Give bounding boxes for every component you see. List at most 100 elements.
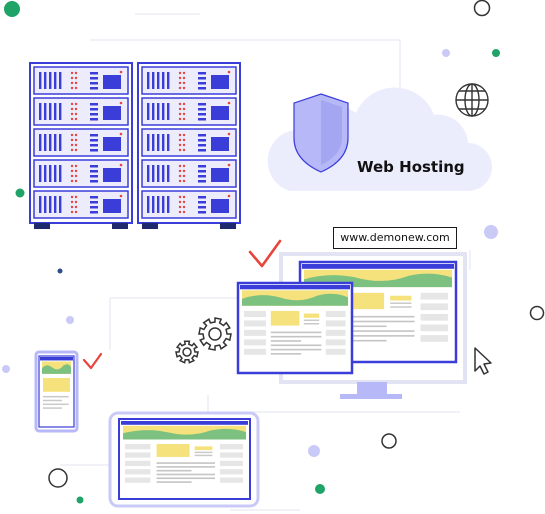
server-unit: [33, 159, 129, 188]
text-line: [344, 330, 415, 332]
server-led: [119, 194, 123, 198]
server-vent: [167, 165, 170, 182]
server-led: [178, 164, 182, 168]
server-led: [74, 179, 78, 183]
text-line: [156, 469, 192, 472]
server-led: [74, 112, 78, 116]
server-vent: [162, 165, 165, 182]
server-vent: [49, 134, 52, 151]
server-led: [178, 107, 182, 111]
server-led: [182, 76, 186, 80]
text-line: [43, 395, 69, 398]
text-line: [43, 407, 62, 409]
server-vent: [167, 196, 170, 213]
server-vent: [49, 72, 52, 89]
server-vent: [44, 196, 47, 213]
server-display: [103, 137, 121, 151]
text-line: [270, 331, 322, 334]
server-led: [178, 174, 182, 178]
server-slot: [90, 108, 98, 111]
text-line: [270, 344, 322, 347]
server-led: [70, 200, 74, 204]
server-led: [182, 200, 186, 204]
server-slot: [198, 118, 206, 121]
text-line: [344, 320, 415, 323]
server-led: [70, 117, 74, 121]
sidebar-block: [325, 320, 346, 327]
dot-navy-icon: [57, 268, 63, 274]
server-led: [74, 81, 78, 85]
sidebar-block: [420, 335, 448, 342]
text-line: [156, 481, 192, 483]
sidebar-block: [220, 444, 243, 450]
dot-green-icon: [315, 484, 325, 494]
server-slot: [90, 103, 98, 106]
server-led: [70, 112, 74, 116]
server-led: [178, 133, 182, 137]
server-vent: [44, 134, 47, 151]
sidebar-block: [220, 469, 243, 475]
server-led: [178, 117, 182, 121]
server-foot: [112, 223, 128, 229]
server-led: [182, 133, 186, 137]
server-led: [119, 163, 123, 167]
browser-bar: [40, 357, 73, 361]
phone-webpage: [40, 357, 73, 409]
server-led: [178, 81, 182, 85]
text-line: [270, 348, 322, 351]
server-slot: [90, 87, 98, 90]
server-led: [74, 133, 78, 137]
content-image: [156, 444, 190, 457]
server-slot: [198, 196, 206, 199]
server-vent: [162, 134, 165, 151]
server-vent: [167, 72, 170, 89]
server-vent: [157, 103, 160, 120]
server-vent: [157, 134, 160, 151]
server-led: [182, 102, 186, 106]
server-led: [74, 148, 78, 152]
server-vent: [152, 103, 155, 120]
server-led: [70, 179, 74, 183]
server-led: [74, 76, 78, 80]
server-led: [178, 102, 182, 106]
server-display: [211, 75, 229, 89]
sidebar-block: [244, 348, 266, 355]
sidebar-block: [125, 477, 151, 483]
server-led: [182, 210, 186, 214]
server-vent: [59, 103, 62, 120]
text-line: [344, 315, 415, 318]
dot-lavender-icon: [66, 316, 74, 324]
server-vent: [152, 134, 155, 151]
server-led: [227, 70, 231, 74]
content-tag: [390, 295, 412, 301]
server-vent: [162, 196, 165, 213]
sidebar-block: [420, 313, 448, 321]
text-line: [156, 462, 215, 464]
server-led: [70, 164, 74, 168]
cursor-icon: [474, 347, 492, 375]
tablet-webpage: [121, 421, 248, 483]
server-slot: [198, 201, 206, 204]
server-led: [227, 101, 231, 105]
server-slot: [198, 87, 206, 90]
text-line: [156, 473, 215, 476]
shield-icon: [293, 93, 349, 173]
server-led: [70, 81, 74, 85]
checkmark-icon: [82, 352, 103, 370]
hero-hills: [42, 364, 71, 374]
server-display: [211, 106, 229, 120]
dot-green-icon: [492, 49, 500, 57]
sidebar-block: [244, 310, 266, 317]
server-led: [182, 195, 186, 199]
ring-icon: [381, 433, 397, 449]
hero-hills: [242, 293, 348, 306]
server-slot: [198, 211, 206, 214]
server-vent: [147, 72, 150, 89]
checkmark-icon: [248, 239, 282, 268]
globe-icon: [455, 83, 489, 117]
server-foot: [34, 223, 50, 229]
server-led: [70, 148, 74, 152]
server-led: [74, 107, 78, 111]
dot-green-icon: [4, 1, 20, 17]
